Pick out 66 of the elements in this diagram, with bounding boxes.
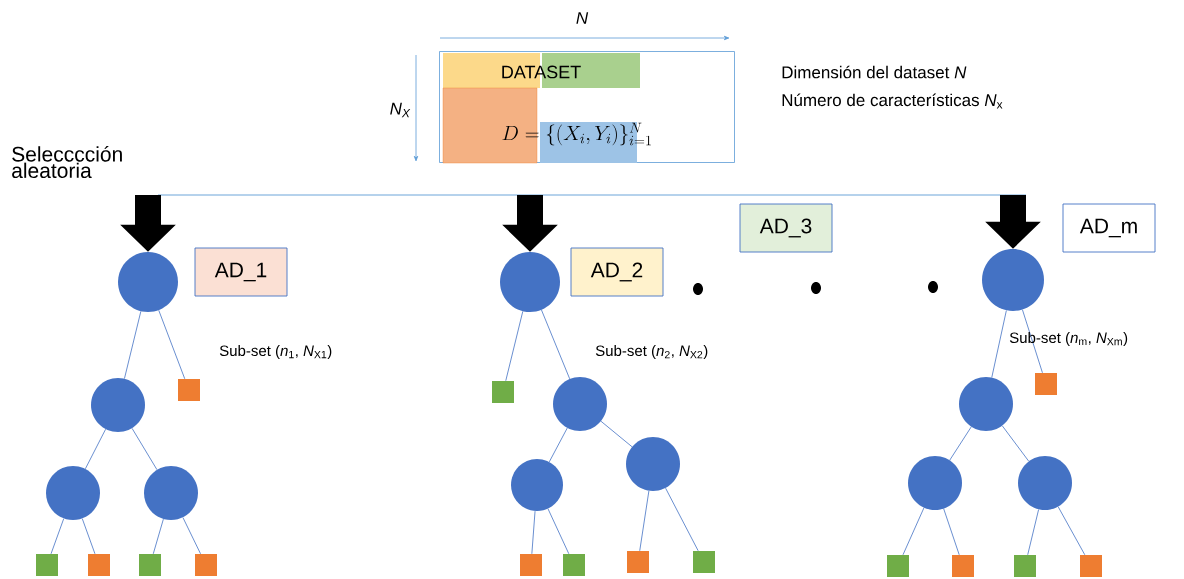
tree-node-circle	[1018, 456, 1072, 510]
tree-branch	[943, 508, 960, 556]
dimension-label: N	[576, 12, 589, 24]
tree-node-circle	[511, 459, 563, 511]
tree-branch	[1027, 509, 1040, 556]
tree-node-circle	[908, 456, 962, 510]
label-box: AD_m	[1062, 203, 1156, 253]
leaf-square	[492, 381, 514, 403]
tree-node-circle	[144, 466, 198, 520]
dimension-label: N$_{X}$	[390, 102, 411, 118]
leaf-square	[887, 555, 909, 577]
note-text: Dimensión del dataset N	[782, 65, 967, 79]
tree-branch	[85, 428, 107, 470]
tree-node-circle	[91, 378, 145, 432]
label-box: AD_2	[570, 247, 664, 297]
tree-branch	[1057, 506, 1086, 556]
tree-branch	[548, 427, 568, 463]
label-box: AD_1	[194, 247, 288, 297]
tree-branch	[182, 517, 201, 555]
tree-branch	[152, 518, 164, 555]
leaf-square	[693, 551, 715, 573]
tree-branch	[1022, 309, 1043, 374]
subset-label: Sub-set (n$_{m}$, N$_{Xm}$)	[1009, 332, 1128, 346]
tree-node-circle	[500, 252, 560, 312]
subset-label: Sub-set (n$_{1}$, N$_{X1}$)	[219, 345, 332, 359]
leaf-square	[1014, 555, 1036, 577]
leaf-square	[36, 554, 58, 576]
formula: $D = \{(X_i, Y_i)\}_{i=1}^{N}$	[502, 122, 651, 146]
label-box: AD_3	[739, 203, 833, 253]
tree-branch	[665, 487, 699, 552]
tree-branch	[541, 309, 571, 380]
leaf-square	[627, 551, 649, 573]
tree-node-circle	[553, 377, 607, 431]
tree-branch	[50, 518, 65, 555]
leaf-square	[1080, 555, 1102, 577]
tree-branch	[991, 310, 1007, 378]
tree-branch	[639, 490, 650, 552]
subset-label: Sub-set (n$_{2}$, N$_{X2}$)	[595, 345, 708, 359]
tree-branch	[600, 420, 633, 448]
tree-branch	[902, 507, 925, 556]
tree-node-circle	[626, 437, 680, 491]
tree-branch	[124, 310, 142, 379]
note-text: Número de características N$_{x}$	[782, 93, 1003, 109]
leaf-square	[178, 379, 200, 401]
tree-branch	[531, 510, 536, 555]
tree-branch	[547, 508, 570, 555]
tree-node-circle	[982, 249, 1044, 311]
leaf-square	[563, 554, 585, 576]
leaf-square	[88, 554, 110, 576]
dataset-box	[439, 51, 735, 164]
leaf-square	[1035, 373, 1057, 395]
tree-branch	[131, 427, 158, 471]
tree-node-circle	[118, 252, 178, 312]
tree-branch	[949, 426, 972, 461]
leaf-square	[952, 555, 974, 577]
tree-branch	[158, 309, 186, 380]
tree-branch	[505, 310, 524, 382]
tree-node-circle	[46, 466, 100, 520]
tree-branch	[1001, 425, 1030, 462]
tree-node-circle	[959, 377, 1013, 431]
leaf-square	[139, 554, 161, 576]
leaf-square	[195, 554, 217, 576]
leaf-square	[520, 554, 542, 576]
heading: Selecccción aleatoria	[12, 145, 122, 179]
tree-branch	[81, 518, 96, 555]
box-title: DATASET	[502, 65, 581, 79]
